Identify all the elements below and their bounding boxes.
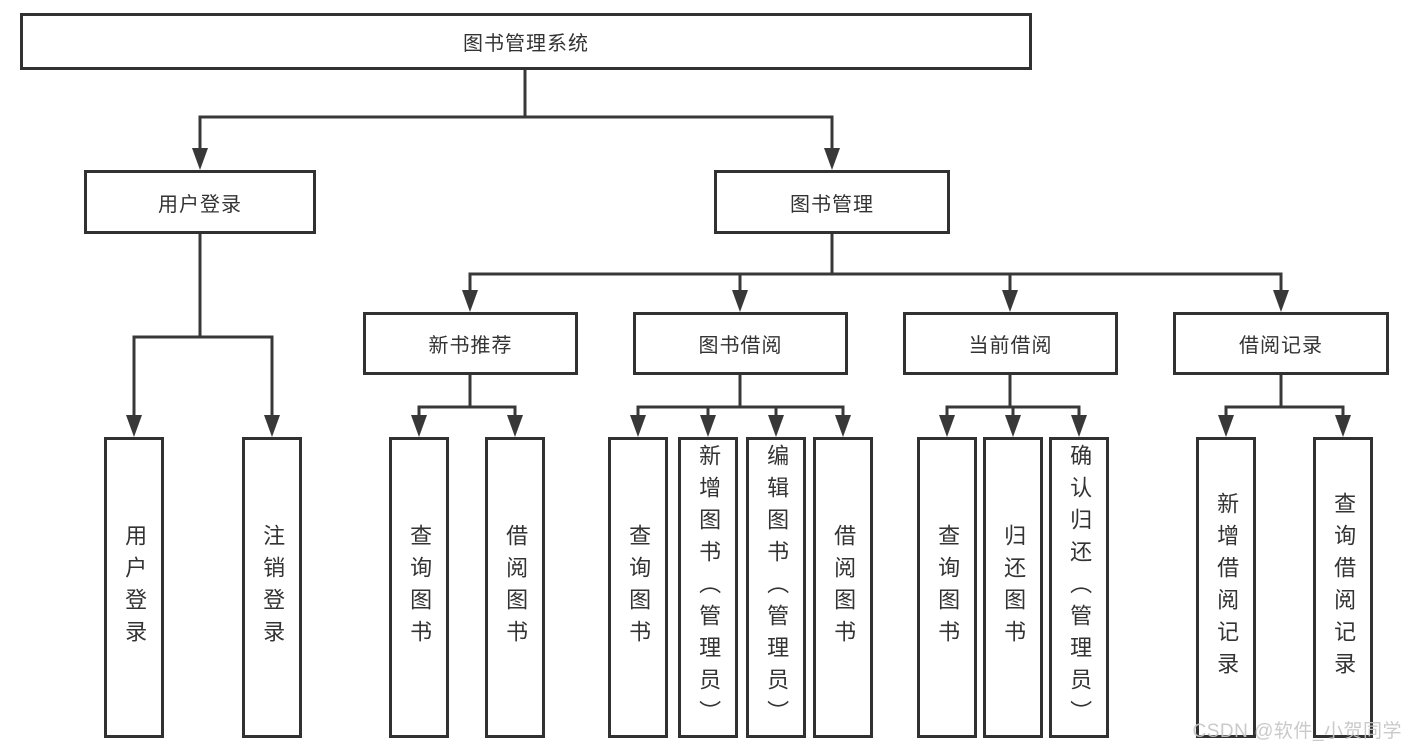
leaf-label: 查询图书: [935, 523, 961, 652]
arrowhead-icon: [700, 415, 716, 437]
arrowhead-icon: [835, 415, 851, 437]
leaf-add-borrow-record: 新增借阅记录: [1196, 437, 1256, 738]
leaf-label: 查询借阅记录: [1331, 491, 1357, 684]
arrowhead-icon: [462, 290, 478, 312]
leaf-label: 查询图书: [626, 523, 652, 652]
arrowhead-icons: [126, 148, 1351, 437]
leaf-label: 注销登录: [260, 523, 286, 652]
leaf-label: 借阅图书: [503, 523, 529, 652]
leaf-edit-books-admin: 编辑图书（管理员）: [746, 437, 806, 738]
leaf-add-books-admin: 新增图书（管理员）: [678, 437, 738, 738]
node-book-management: 图书管理: [714, 170, 950, 234]
leaf-label: 编辑图书（管理员）: [764, 443, 790, 732]
node-user-login: 用户登录: [84, 170, 316, 234]
arrowhead-icon: [1071, 415, 1087, 437]
arrowhead-icon: [1005, 415, 1021, 437]
arrowhead-icon: [1335, 415, 1351, 437]
leaf-query-books-3: 查询图书: [917, 437, 977, 738]
arrowhead-icon: [126, 415, 142, 437]
leaf-confirm-return-admin: 确认归还（管理员）: [1049, 437, 1109, 738]
leaf-label: 查询图书: [407, 523, 433, 652]
arrowhead-icon: [939, 415, 955, 437]
arrowhead-icon: [824, 148, 840, 170]
leaf-label: 新增图书（管理员）: [696, 443, 722, 732]
leaf-label: 归还图书: [1001, 523, 1027, 652]
node-book-borrow: 图书借阅: [633, 312, 848, 375]
leaf-label: 确认归还（管理员）: [1067, 443, 1093, 732]
leaf-query-books-1: 查询图书: [389, 437, 449, 738]
leaf-query-borrow-record: 查询借阅记录: [1313, 437, 1373, 738]
arrowhead-icon: [732, 290, 748, 312]
leaf-label: 借阅图书: [831, 523, 857, 652]
leaf-borrow-books-2: 借阅图书: [813, 437, 873, 738]
node-borrow-records: 借阅记录: [1173, 312, 1389, 375]
arrowhead-icon: [768, 415, 784, 437]
leaf-logout: 注销登录: [242, 437, 302, 738]
arrowhead-icon: [1273, 290, 1289, 312]
tree-edges: [132, 68, 1345, 420]
arrowhead-icon: [507, 415, 523, 437]
node-new-book-recommend: 新书推荐: [363, 312, 578, 375]
arrowhead-icon: [411, 415, 427, 437]
arrowhead-icon: [630, 415, 646, 437]
leaf-user-login: 用户登录: [104, 437, 164, 738]
node-root-system: 图书管理系统: [20, 13, 1032, 70]
node-current-borrow: 当前借阅: [903, 312, 1118, 375]
leaf-query-books-2: 查询图书: [608, 437, 668, 738]
csdn-watermark: CSDN @软件_小贺同学: [1192, 721, 1402, 742]
leaf-return-books: 归还图书: [983, 437, 1043, 738]
arrowhead-icon: [264, 415, 280, 437]
leaf-borrow-books-1: 借阅图书: [485, 437, 545, 738]
leaf-label: 新增借阅记录: [1214, 491, 1240, 684]
arrowhead-icon: [192, 148, 208, 170]
arrowhead-icon: [1002, 290, 1018, 312]
leaf-label: 用户登录: [122, 523, 148, 652]
arrowhead-icon: [1218, 415, 1234, 437]
